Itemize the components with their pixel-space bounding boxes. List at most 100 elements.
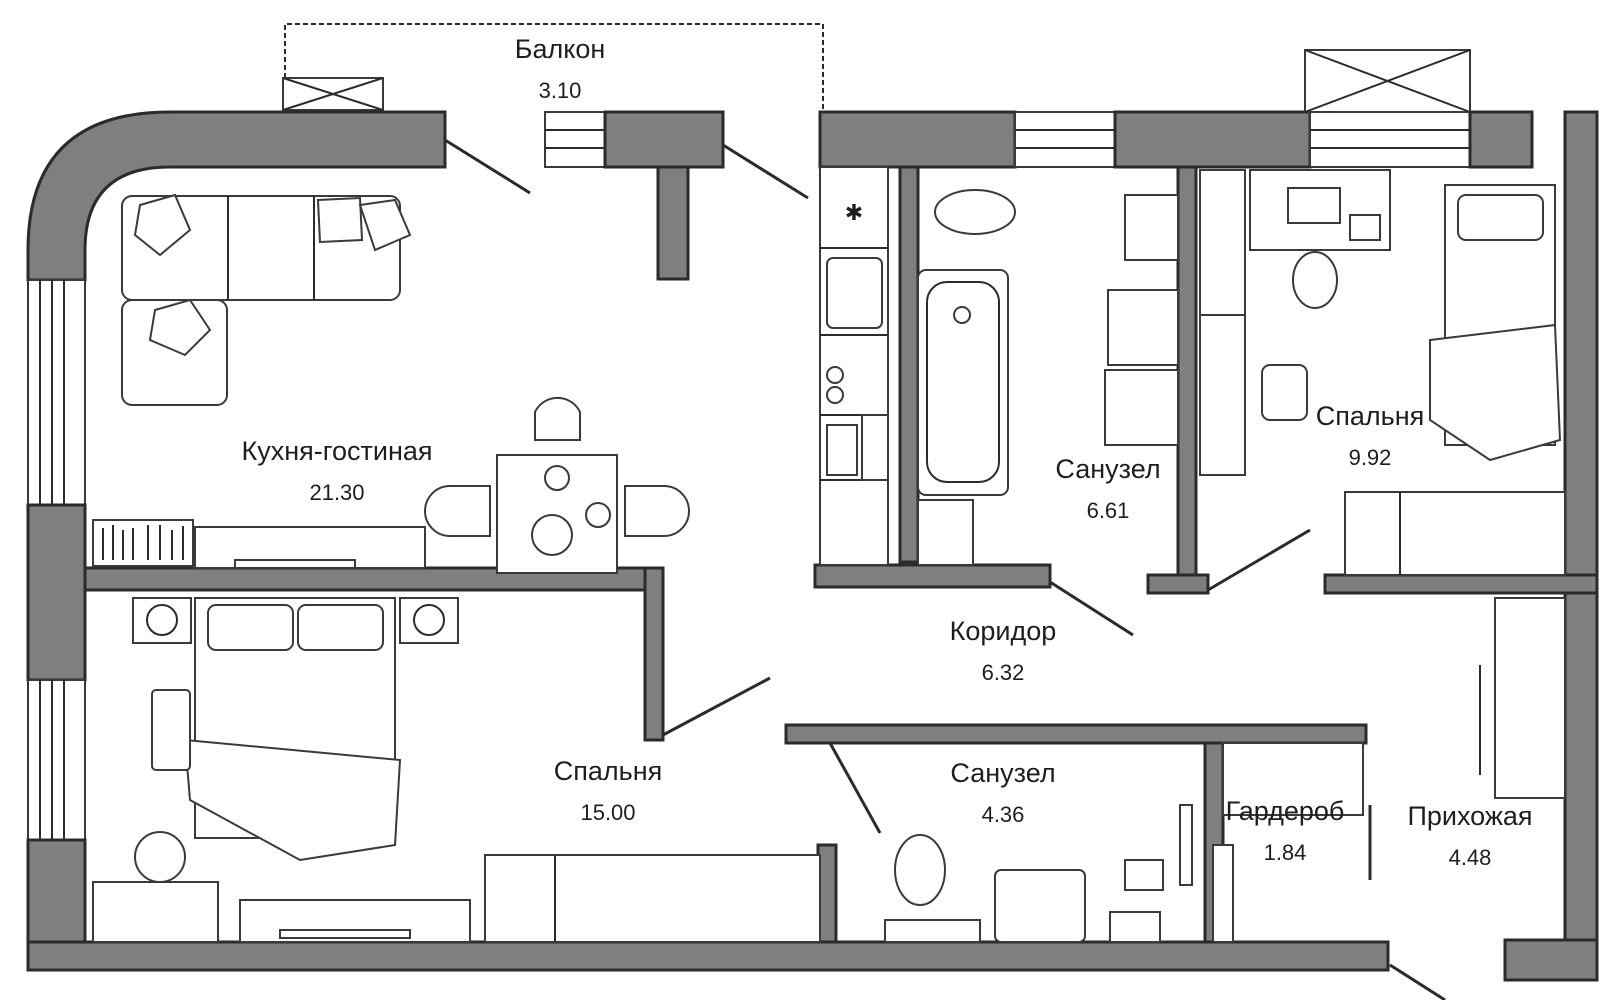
hallway-area: 4.48 xyxy=(1449,845,1492,870)
towel-rail xyxy=(1179,804,1193,886)
curved-wall xyxy=(26,110,447,282)
room-labels: Балкон 3.10 Кухня-гостиная 21.30 Санузел… xyxy=(241,34,1532,870)
blanket xyxy=(1429,323,1562,462)
bedroom1-closet xyxy=(1344,491,1566,576)
right-bottom-wall xyxy=(1503,938,1599,982)
wardrobe-rack xyxy=(1222,742,1364,816)
living-area: 21.30 xyxy=(309,480,364,505)
balcony-door-window xyxy=(544,111,606,168)
mouse-pad xyxy=(1349,214,1381,241)
kitchen-sink xyxy=(826,257,883,329)
bookshelf xyxy=(92,519,194,567)
tub-drain xyxy=(953,306,971,324)
pillow xyxy=(1457,194,1544,241)
cabinet xyxy=(1124,194,1179,261)
desk-chair xyxy=(1292,251,1338,309)
bath1-furniture xyxy=(917,189,1179,566)
living-corridor-wall xyxy=(643,566,665,742)
bedroom2-furniture xyxy=(92,597,821,943)
bath2-sink xyxy=(994,869,1086,943)
toilet-tank xyxy=(884,919,981,943)
left-window-1 xyxy=(27,279,86,506)
chair xyxy=(534,396,581,441)
corner-wall xyxy=(1468,110,1534,169)
bedroom2-name: Спальня xyxy=(554,756,663,786)
bedroom2-closet xyxy=(484,854,821,943)
hallway-closet xyxy=(1494,597,1566,799)
cushion xyxy=(316,196,364,244)
bath2-area: 4.36 xyxy=(982,802,1025,827)
column xyxy=(656,165,690,281)
top-wall-right-2 xyxy=(1113,110,1312,169)
fan-icon xyxy=(146,604,178,636)
tv xyxy=(234,559,356,569)
burner xyxy=(826,386,844,404)
door-swing xyxy=(828,742,882,834)
bathtub xyxy=(917,269,1009,496)
bath2-name: Санузел xyxy=(950,758,1055,788)
wardrobe-furniture xyxy=(1212,597,1566,943)
toilet xyxy=(934,189,1016,235)
right-wall xyxy=(1563,110,1599,982)
kitchen-furniture: ✱ xyxy=(819,166,889,566)
left-window-2 xyxy=(27,679,86,841)
hallway-name: Прихожая xyxy=(1407,801,1532,831)
bath-window xyxy=(1014,111,1116,168)
chair xyxy=(624,485,690,537)
corridor-name: Коридор xyxy=(950,616,1057,646)
bath2-top-wall xyxy=(784,723,1368,745)
left-wall xyxy=(26,503,87,682)
bedroom-window xyxy=(1309,111,1471,168)
bath-bedroom-stub xyxy=(1146,573,1210,595)
kitchen-counter xyxy=(819,166,889,566)
balcony xyxy=(282,23,824,111)
laptop xyxy=(1287,187,1341,224)
cushion xyxy=(148,298,212,357)
bedroom1-furniture xyxy=(1199,169,1566,576)
balcony-area: 3.10 xyxy=(539,78,582,103)
pillow xyxy=(297,604,384,651)
bedroom2-tv xyxy=(279,929,411,939)
bookshelf-2 xyxy=(1199,169,1246,316)
door-swing xyxy=(1207,528,1311,592)
top-wall-mid xyxy=(603,110,725,169)
washing-machine xyxy=(1107,289,1179,366)
pouf xyxy=(1261,364,1308,421)
oven xyxy=(861,414,889,481)
wardrobe-area: 1.84 xyxy=(1264,840,1307,865)
corridor-area: 6.32 xyxy=(982,660,1025,685)
entrance-door xyxy=(1389,963,1446,1000)
wardrobe-name: Гардероб xyxy=(1226,796,1345,826)
bath2-toilet xyxy=(894,834,946,906)
bath1-lower-wall xyxy=(813,563,1052,589)
cushion xyxy=(358,198,412,252)
cushion xyxy=(133,193,192,257)
wardrobe-shelf xyxy=(1212,844,1234,943)
chair xyxy=(424,485,491,537)
fan-icon xyxy=(413,604,445,636)
stool xyxy=(1109,911,1161,943)
living-furniture xyxy=(92,193,690,574)
bedroom1-area: 9.92 xyxy=(1349,445,1392,470)
bedroom-hall-wall xyxy=(1323,573,1599,595)
burner xyxy=(826,366,844,384)
hob xyxy=(826,424,858,476)
bath1-name: Санузел xyxy=(1055,454,1160,484)
door-swing xyxy=(662,676,771,737)
walls xyxy=(26,49,1599,982)
living-name: Кухня-гостиная xyxy=(241,436,432,466)
slippers-mat xyxy=(151,689,191,771)
plate xyxy=(531,514,573,556)
mirror-lamp xyxy=(1124,859,1164,891)
bath1-area: 6.61 xyxy=(1087,498,1130,523)
ottoman xyxy=(134,831,186,883)
bath-bedroom-wall xyxy=(1176,165,1198,579)
bedroom1-wardrobe xyxy=(1199,314,1246,476)
bedroom2-area: 15.00 xyxy=(580,800,635,825)
bath2-furniture xyxy=(884,804,1193,943)
kitchen-bath-wall xyxy=(898,165,920,564)
doors xyxy=(444,138,1446,1000)
window-cross xyxy=(282,77,384,111)
dresser xyxy=(92,881,219,943)
